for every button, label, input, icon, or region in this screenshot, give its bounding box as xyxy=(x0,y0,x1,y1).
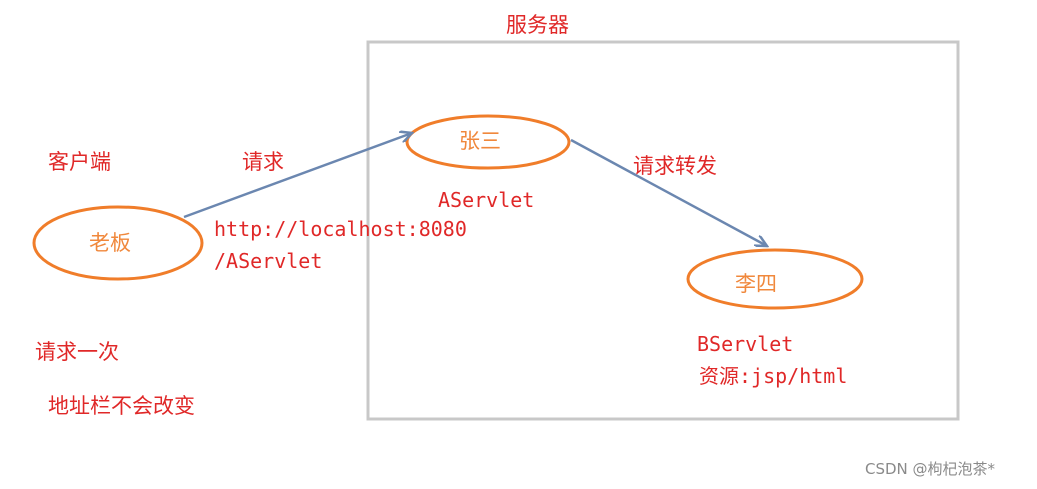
boss-node xyxy=(32,205,204,281)
zhangsan-node-label: 张三 xyxy=(459,129,501,153)
url-line2: /AServlet xyxy=(214,249,323,273)
aservlet-label: AServlet xyxy=(438,188,535,212)
url-line1: http://localhost:8080 xyxy=(214,217,467,241)
watermark: CSDN @枸杞泡茶* xyxy=(865,460,996,478)
lisi-node-label: 李四 xyxy=(735,272,777,296)
client-label: 客户端 xyxy=(48,150,111,174)
note-request-once: 请求一次 xyxy=(35,340,119,364)
server-box xyxy=(366,40,960,421)
resources-label: 资源:jsp/html xyxy=(699,364,848,388)
forward-arrow xyxy=(570,138,767,246)
server-title: 服务器 xyxy=(506,13,569,37)
request-label: 请求 xyxy=(242,150,284,174)
bservlet-label: BServlet xyxy=(697,332,794,356)
request-arrow xyxy=(183,133,412,219)
note-address-bar: 地址栏不会改变 xyxy=(48,394,195,418)
boss-node-label: 老板 xyxy=(89,231,131,255)
lisi-node xyxy=(686,248,864,310)
forward-label: 请求转发 xyxy=(633,154,717,178)
